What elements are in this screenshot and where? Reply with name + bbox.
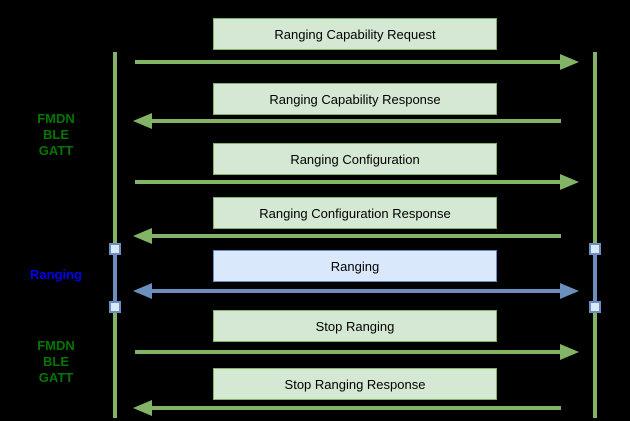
phase-label-line: FMDN: [37, 111, 75, 126]
phase-label-line: Ranging: [30, 267, 82, 282]
right-lifeline-handle-bottom: [589, 301, 601, 313]
arrowhead-right-icon: [560, 344, 579, 360]
phase-label-fmdn-ble-gatt-bottom: FMDN BLE GATT: [8, 338, 104, 386]
arrow-ranging-capability-response: [151, 119, 561, 123]
message-box-ranging-capability-request: Ranging Capability Request: [213, 18, 497, 50]
right-lifeline-gatt-top-segment: [593, 52, 597, 243]
arrow-stop-ranging: [135, 350, 562, 354]
message-box-stop-ranging: Stop Ranging: [213, 310, 497, 342]
arrowhead-right-icon: [560, 174, 579, 190]
arrow-ranging-configuration-response: [151, 234, 561, 238]
phase-label-line: BLE: [43, 354, 69, 369]
phase-label-line: FMDN: [37, 338, 75, 353]
message-box-ranging-configuration: Ranging Configuration: [213, 143, 497, 175]
message-box-ranging: Ranging: [213, 250, 497, 282]
arrowhead-right-icon: [560, 54, 579, 70]
left-lifeline-ranging-segment: [113, 249, 117, 307]
right-lifeline-ranging-segment: [593, 249, 597, 307]
message-box-ranging-capability-response: Ranging Capability Response: [213, 83, 497, 115]
message-box-ranging-configuration-response: Ranging Configuration Response: [213, 197, 497, 229]
arrowhead-left-icon: [133, 400, 152, 416]
left-lifeline-handle-bottom: [109, 301, 121, 313]
left-lifeline-gatt-top-segment: [113, 52, 117, 243]
arrowhead-left-icon: [133, 283, 152, 299]
arrowhead-right-icon: [560, 283, 579, 299]
message-box-stop-ranging-response: Stop Ranging Response: [213, 368, 497, 400]
phase-label-ranging: Ranging: [8, 267, 104, 283]
arrow-ranging-configuration: [135, 180, 562, 184]
left-lifeline-gatt-bottom-segment: [113, 313, 117, 418]
arrow-ranging-capability-request: [135, 60, 562, 64]
phase-label-fmdn-ble-gatt-top: FMDN BLE GATT: [8, 111, 104, 159]
arrow-stop-ranging-response: [151, 406, 561, 410]
right-lifeline-gatt-bottom-segment: [593, 313, 597, 418]
phase-label-line: BLE: [43, 127, 69, 142]
phase-label-line: GATT: [38, 370, 74, 385]
right-lifeline-handle-top: [589, 243, 601, 255]
phase-label-line: GATT: [38, 143, 74, 158]
arrowhead-left-icon: [133, 228, 152, 244]
left-lifeline-handle-top: [109, 243, 121, 255]
arrowhead-left-icon: [133, 113, 152, 129]
arrow-ranging-bidirectional: [151, 289, 562, 293]
